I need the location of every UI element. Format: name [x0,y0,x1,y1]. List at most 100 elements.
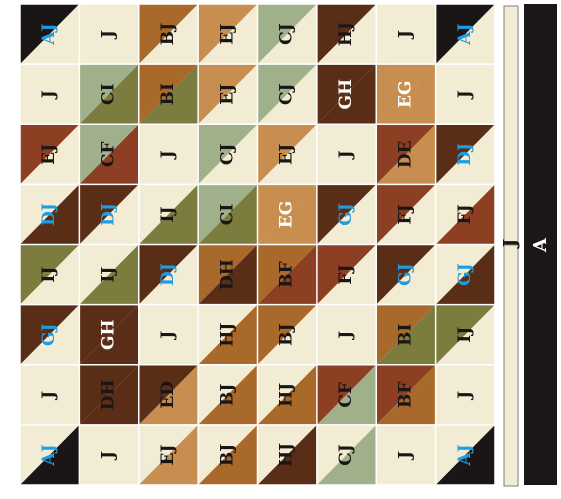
cell-label: EJ [158,444,178,465]
cell-label: IJ [99,267,119,283]
cell-label: DH [99,379,119,410]
quilt-cell: HJ [198,305,257,365]
quilt-cell: IJ [139,184,198,244]
cell-label: EJ [277,144,297,165]
cell-label: AJ [455,23,475,45]
quilt-cell: AJ [436,4,495,64]
cell-label: IJ [455,327,475,343]
quilt-cell: J [139,124,198,184]
quilt-cell: EJ [198,4,257,64]
cell-label: J [39,90,59,100]
cell-label: CF [336,382,356,408]
cell-label: BJ [277,323,297,345]
cell-label: AJ [39,444,59,466]
cell-label: CI [99,83,119,105]
quilt-cell: J [139,305,198,365]
cell-label: HJ [277,383,297,407]
cell-label: BI [395,323,415,345]
cell-label: BJ [217,384,237,406]
cell-label: BI [158,83,178,105]
cell-label: EG [395,80,415,107]
strip-label: J [500,239,521,250]
cell-label: J [336,331,356,341]
quilt-cell: GH [317,64,376,124]
cell-label: EJ [217,24,237,45]
quilt-cell: BJ [198,425,257,485]
quilt-cell: AJ [20,4,79,64]
quilt-cell: IJ [436,305,495,365]
quilt-cell: GH [79,305,138,365]
quilt-cell: CI [198,184,257,244]
quilt-cell: J [436,365,495,425]
quilt-cell: CJ [317,425,376,485]
cell-label: AJ [455,444,475,466]
cell-label: GJ [455,263,475,286]
quilt-cell: IJ [20,245,79,305]
quilt-cell: DJ [79,184,138,244]
cell-label: CF [99,142,119,168]
quilt-cell: BI [139,64,198,124]
quilt-cell: J [79,425,138,485]
cell-label: J [395,30,415,40]
cell-label: DJ [39,203,59,226]
quilt-cell: BF [258,245,317,305]
cell-label: FJ [395,204,415,224]
quilt-cell: DJ [20,184,79,244]
cell-label: DE [395,140,415,168]
cell-label: FJ [455,204,475,224]
quilt-cell: CJ [258,4,317,64]
quilt-cell: CJ [198,124,257,184]
quilt-cell: J [79,4,138,64]
cell-label: DJ [158,263,178,286]
quilt-cell: J [436,64,495,124]
cell-label: CI [217,204,237,226]
quilt-cell: EG [376,64,435,124]
quilt-cell: CJ [258,64,317,124]
quilt-cell: ED [139,365,198,425]
cell-label: GJ [336,203,356,226]
cell-label: HJ [217,323,237,347]
cell-label: CJ [217,144,237,166]
quilt-cell: EJ [258,124,317,184]
cell-label: J [395,451,415,461]
quilt-cell: J [20,64,79,124]
quilt-cell: J [376,425,435,485]
cell-label: CJ [277,23,297,45]
quilt-cell: HJ [258,365,317,425]
quilt-cell: BJ [139,4,198,64]
quilt-cell: DE [376,124,435,184]
cell-label: EJ [217,84,237,105]
quilt-cell: BI [376,305,435,365]
quilt-cell: IJ [79,245,138,305]
cell-label: J [158,150,178,160]
cell-label: GJ [39,323,59,346]
cell-label: CJ [277,83,297,105]
cell-label: HJ [336,22,356,46]
cell-label: J [158,331,178,341]
quilt-cell: DJ [436,124,495,184]
cell-label: EG [277,201,297,228]
quilt-cell: GJ [376,245,435,305]
cell-label: BJ [158,23,178,45]
cell-label: BF [277,261,297,287]
cell-label: DJ [99,203,119,226]
cell-label: IJ [158,206,178,222]
cell-label: GH [99,319,119,350]
quilt-cell: FJ [376,184,435,244]
cell-label: J [99,30,119,40]
cell-label: BF [395,382,415,408]
cell-label: BJ [217,444,237,466]
quilt-cell: FJ [436,184,495,244]
quilt-cell: GJ [20,305,79,365]
cell-label: HJ [277,443,297,467]
quilt-cell: BF [376,365,435,425]
quilt-cell: J [317,124,376,184]
cell-label: EJ [39,144,59,165]
cell-label: J [99,451,119,461]
quilt-cell: BJ [198,365,257,425]
panel-label: A [530,237,551,253]
quilt-cell: J [376,4,435,64]
quilt-cell: CF [79,124,138,184]
cell-label: FJ [336,265,356,285]
